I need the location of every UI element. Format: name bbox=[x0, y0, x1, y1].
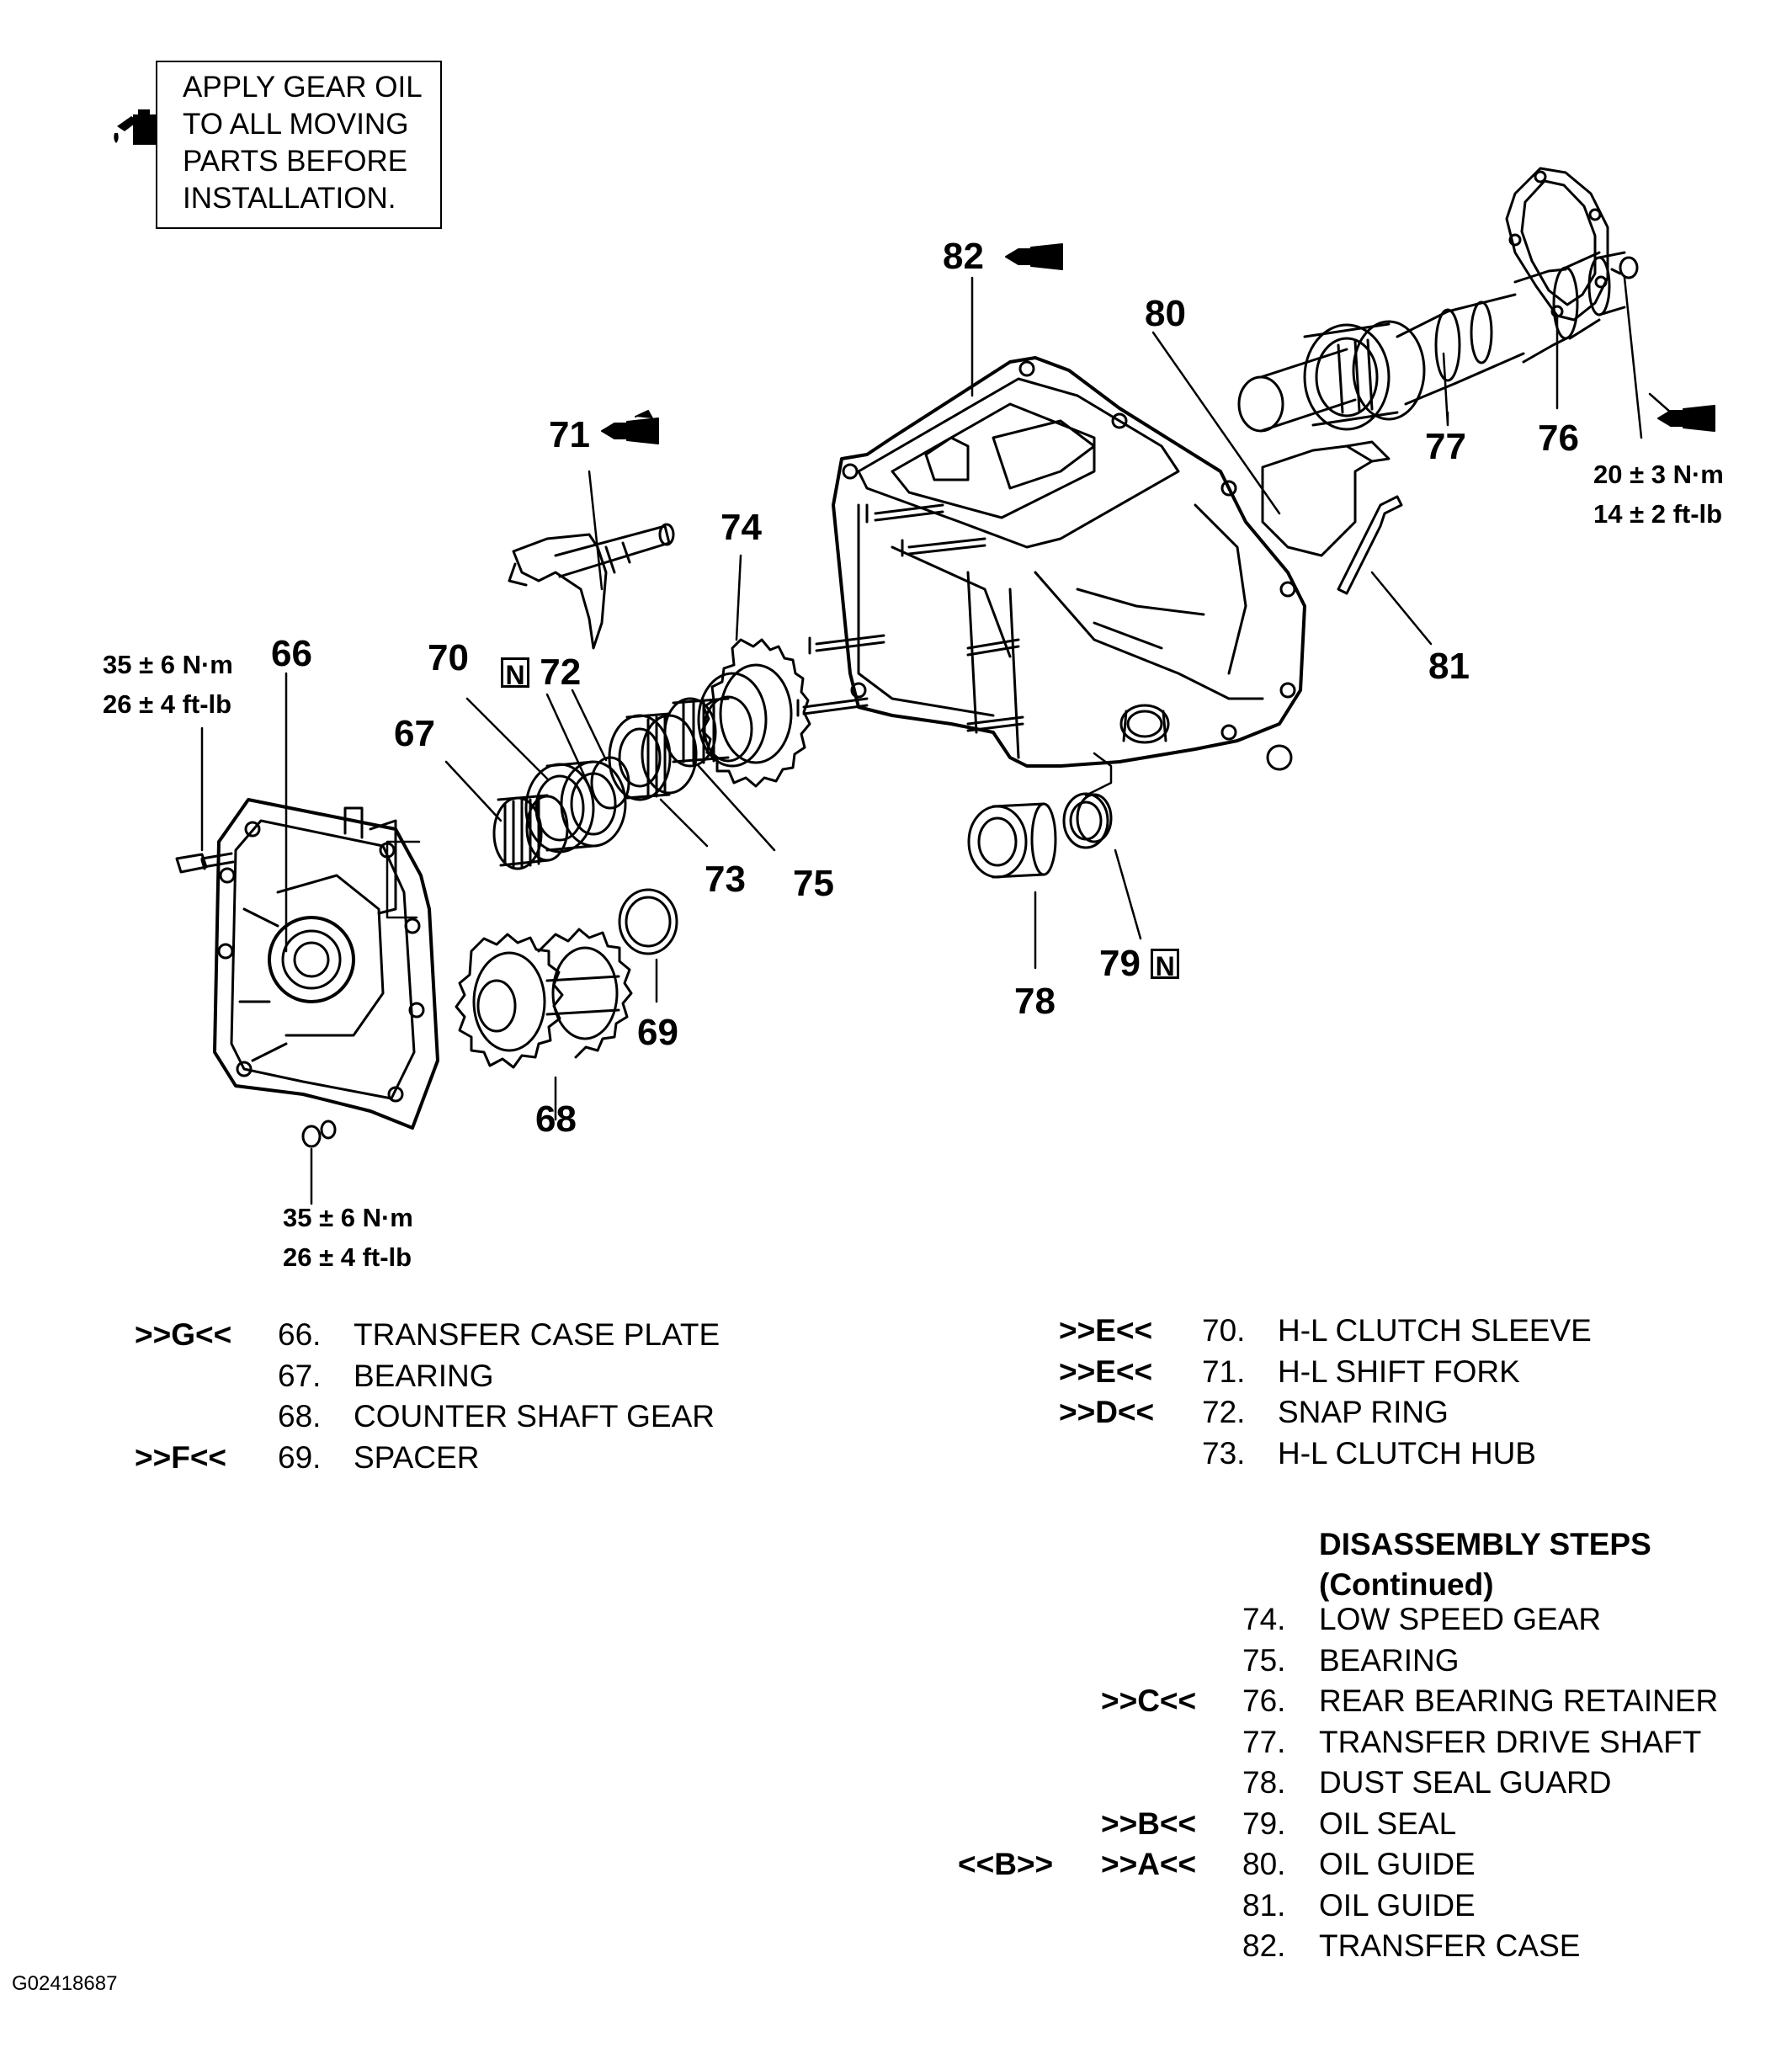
torque-nm: 35 ± 6 N·m bbox=[103, 650, 233, 679]
oil-seal-79-part bbox=[1062, 792, 1113, 849]
callout-79-label: 79 bbox=[1099, 943, 1141, 984]
sealant-tube-icon-76 bbox=[1657, 405, 1715, 432]
list-item: >>B<< 79. OIL SEAL bbox=[1101, 1806, 1457, 1841]
callout-75: 75 bbox=[793, 863, 834, 904]
counter-shaft-gear-68-part bbox=[455, 928, 633, 1069]
n-badge-icon: N bbox=[501, 657, 529, 690]
list-item: >>C<< 76. REAR BEARING RETAINER bbox=[1101, 1683, 1719, 1718]
list-item: 77. TRANSFER DRIVE SHAFT bbox=[1242, 1724, 1702, 1759]
heading-line: (Continued) bbox=[1319, 1567, 1494, 1602]
transfer-drive-shaft-77-part bbox=[1237, 251, 1626, 433]
list-item: 74. LOW SPEED GEAR bbox=[1242, 1602, 1602, 1636]
oil-guide-81-part bbox=[1337, 495, 1403, 595]
dust-seal-guard-78-part bbox=[967, 802, 1057, 879]
list-item: 73. H-L CLUTCH HUB bbox=[1202, 1435, 1536, 1471]
callout-70: 70 bbox=[428, 637, 469, 678]
gear-oil-note-box: APPLY GEAR OIL TO ALL MOVING PARTS BEFOR… bbox=[156, 61, 442, 229]
retainer-bolt-part bbox=[1610, 256, 1639, 279]
callout-78: 78 bbox=[1014, 981, 1056, 1022]
torque-spec-lower-left: 35 ± 6 N·m 26 ± 4 ft-lb bbox=[283, 1198, 413, 1277]
list-item: 75. BEARING bbox=[1242, 1642, 1460, 1678]
callout-66: 66 bbox=[271, 633, 312, 674]
plate-bolt-upper bbox=[175, 852, 235, 874]
rear-bearing-retainer-76-part bbox=[1505, 167, 1609, 322]
callout-80: 80 bbox=[1145, 293, 1186, 334]
figure-id: G02418687 bbox=[12, 1972, 118, 1995]
torque-spec-right: 20 ± 3 N·m 14 ± 2 ft-lb bbox=[1593, 455, 1724, 534]
spacer-69-part bbox=[618, 888, 678, 955]
callout-72: N 72 bbox=[501, 652, 581, 694]
sealant-tube-icon-82 bbox=[1005, 243, 1063, 270]
leader-lines bbox=[200, 276, 1672, 1205]
callout-67: 67 bbox=[394, 713, 435, 754]
list-item: >>E<< 71. H-L SHIFT FORK bbox=[1059, 1354, 1520, 1389]
note-line: PARTS BEFORE bbox=[183, 145, 408, 178]
parts-list-right: 74. LOW SPEED GEAR 75. BEARING >>C<< 76.… bbox=[958, 1599, 1791, 1967]
list-item: >>F<< 69. SPACER bbox=[135, 1439, 480, 1475]
disassembly-heading: DISASSEMBLY STEPS (Continued) bbox=[1319, 1524, 1651, 1605]
torque-nm: 20 ± 3 N·m bbox=[1593, 460, 1724, 489]
callout-76: 76 bbox=[1538, 418, 1579, 459]
low-speed-gear-74-part bbox=[697, 638, 811, 788]
torque-ftlb: 26 ± 4 ft-lb bbox=[283, 1242, 412, 1272]
note-line: APPLY GEAR OIL bbox=[183, 71, 423, 104]
note-line: TO ALL MOVING bbox=[183, 108, 409, 141]
callout-77: 77 bbox=[1425, 426, 1466, 467]
plate-bolt-lower bbox=[301, 1120, 337, 1148]
heading-line: DISASSEMBLY STEPS bbox=[1319, 1527, 1651, 1561]
list-item: >>D<< 72. SNAP RING bbox=[1059, 1395, 1449, 1429]
callout-73: 73 bbox=[705, 859, 746, 900]
n-badge-icon: N bbox=[1151, 949, 1180, 981]
note-line: INSTALLATION. bbox=[183, 182, 396, 215]
clutch-hub-73-part bbox=[608, 712, 698, 801]
callout-74: 74 bbox=[721, 507, 762, 548]
transfer-case-plate-part bbox=[213, 798, 439, 1130]
clutch-sleeve-70-part bbox=[524, 760, 627, 854]
callout-72-label: 72 bbox=[540, 652, 582, 693]
parts-list-middle: >>E<< 70. H-L CLUTCH SLEEVE >>E<< 71. H-… bbox=[1059, 1311, 1699, 1474]
torque-ftlb: 14 ± 2 ft-lb bbox=[1593, 499, 1723, 529]
list-item: >>G<< 66. TRANSFER CASE PLATE bbox=[135, 1317, 721, 1352]
oil-guide-80-part bbox=[1261, 440, 1391, 557]
callout-69: 69 bbox=[637, 1012, 678, 1053]
sealant-tube-icon-71 bbox=[601, 410, 659, 444]
callout-79: 79 N bbox=[1099, 943, 1180, 985]
list-item: 67. BEARING bbox=[278, 1358, 494, 1393]
list-item: >>E<< 70. H-L CLUTCH SLEEVE bbox=[1059, 1313, 1592, 1348]
shift-fork-71-part bbox=[508, 523, 675, 650]
list-item: 68. COUNTER SHAFT GEAR bbox=[278, 1399, 715, 1433]
transfer-case-82-part bbox=[796, 356, 1306, 771]
parts-list-left: >>G<< 66. TRANSFER CASE PLATE 67. BEARIN… bbox=[135, 1315, 774, 1478]
list-item: 82. TRANSFER CASE bbox=[1242, 1928, 1581, 1963]
list-item: 81. OIL GUIDE bbox=[1242, 1887, 1476, 1923]
torque-ftlb: 26 ± 4 ft-lb bbox=[103, 689, 232, 719]
list-item: <<B>> >>A<< 80. OIL GUIDE bbox=[958, 1847, 1476, 1881]
callout-71: 71 bbox=[549, 414, 590, 455]
torque-nm: 35 ± 6 N·m bbox=[283, 1203, 413, 1232]
callout-82: 82 bbox=[943, 236, 984, 277]
callout-68: 68 bbox=[535, 1098, 577, 1140]
list-item: 78. DUST SEAL GUARD bbox=[1242, 1765, 1612, 1800]
torque-spec-upper-left: 35 ± 6 N·m 26 ± 4 ft-lb bbox=[103, 645, 233, 724]
callout-81: 81 bbox=[1428, 646, 1470, 687]
